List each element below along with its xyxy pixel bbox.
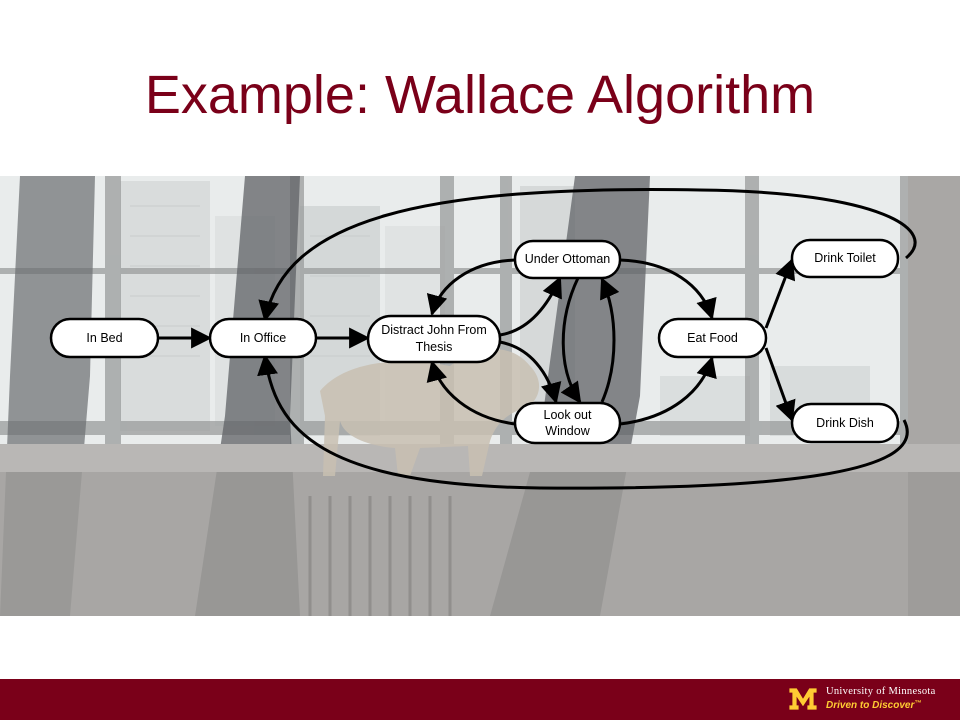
brand-line1: University of Minnesota xyxy=(826,686,936,697)
edge-under-ottoman-to-eat-food xyxy=(619,258,717,321)
brand-line2: Driven to Discover™ xyxy=(826,700,921,711)
node-eat-food: Eat Food xyxy=(657,317,768,359)
edge-under-ottoman-to-look-out-window xyxy=(560,277,582,404)
edge-under-ottoman-to-distract xyxy=(426,258,516,317)
edge-look-out-window-to-distract xyxy=(426,359,516,426)
node-label: Drink Toilet xyxy=(814,251,876,265)
brand-tagline: Driven to Discover xyxy=(826,700,915,711)
node-label: In Bed xyxy=(86,331,122,345)
edge-distract-to-look-out-window xyxy=(499,340,562,405)
node-label: Thesis xyxy=(416,340,453,354)
edge-look-out-window-to-under-ottoman xyxy=(600,277,620,403)
node-look-out-window: Look out Window xyxy=(513,401,622,445)
university-logo[interactable]: University of Minnesota Driven to Discov… xyxy=(788,685,948,715)
edge-look-out-window-to-eat-food xyxy=(619,355,717,426)
block-m-logo-icon xyxy=(788,687,818,711)
node-label: Drink Dish xyxy=(816,416,874,430)
node-in-bed: In Bed xyxy=(49,317,160,359)
edge-eat-food-to-drink-toilet xyxy=(764,258,796,329)
node-label: Distract John From xyxy=(381,323,487,337)
node-label: Eat Food xyxy=(687,331,738,345)
edge-distract-to-under-ottoman xyxy=(499,276,562,337)
node-label: Window xyxy=(545,424,590,438)
node-drink-toilet: Drink Toilet xyxy=(790,238,900,279)
edge-drink-dish-to-in-office xyxy=(257,353,909,490)
edge-eat-food-to-drink-dish xyxy=(764,347,796,422)
node-in-office: In Office xyxy=(208,317,318,359)
node-drink-dish: Drink Dish xyxy=(790,402,900,444)
node-label: In Office xyxy=(240,331,286,345)
edge-drink-toilet-to-in-office xyxy=(258,188,917,323)
trademark-symbol: ™ xyxy=(914,700,922,707)
node-label: Under Ottoman xyxy=(525,252,611,266)
slide-title: Example: Wallace Algorithm xyxy=(144,65,816,125)
node-under-ottoman: Under Ottoman xyxy=(513,239,622,280)
node-distract-john-from-thesis: Distract John From Thesis xyxy=(366,314,502,364)
footer-bar: University of Minnesota Driven to Discov… xyxy=(0,679,960,720)
node-label: Look out xyxy=(544,408,592,422)
